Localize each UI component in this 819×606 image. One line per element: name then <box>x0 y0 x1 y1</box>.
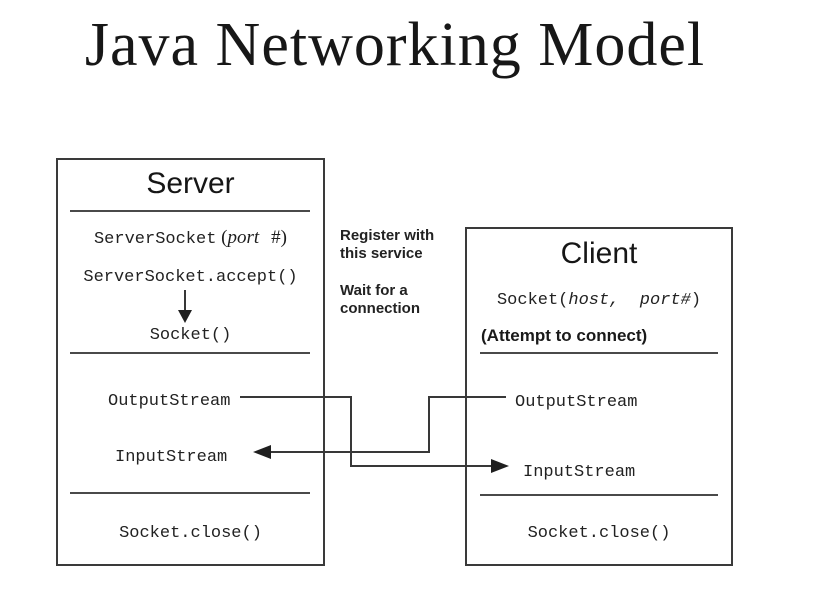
server-divider-middle <box>70 352 310 354</box>
client-inputstream-label: InputStream <box>523 463 636 482</box>
server-accept-line: ServerSocket.accept() <box>83 268 298 287</box>
client-divider-top <box>480 352 718 354</box>
client-title: Client <box>560 237 638 270</box>
client-outputstream-label: OutputStream <box>515 393 638 412</box>
server-box <box>56 158 325 566</box>
server-ctor-code: ServerSocket <box>93 230 217 249</box>
note-wait-line2: connection <box>340 300 421 317</box>
server-ctor-close-paren: #) <box>271 227 287 248</box>
arrow-left-icon <box>253 445 271 459</box>
server-socket-line: Socket() <box>149 326 232 345</box>
server-inputstream-label: InputStream <box>115 448 228 467</box>
arrow-down-icon <box>178 310 192 323</box>
page-title: Java Networking Model <box>84 11 706 79</box>
client-output-line-h1 <box>430 396 506 398</box>
server-ctor-port-arg: port <box>227 227 260 248</box>
client-output-line-h2 <box>271 451 430 453</box>
note-wait-line1: Wait for a <box>340 282 408 299</box>
client-socket-line: Socket(host, port#) <box>465 291 733 310</box>
client-close-label: Socket.close() <box>527 524 671 543</box>
server-output-line-h2 <box>350 465 491 467</box>
note-wait: Wait for a connection <box>340 282 420 318</box>
note-register: Register with this service <box>340 227 434 263</box>
note-register-line1: Register with <box>340 227 435 244</box>
server-close-label: Socket.close() <box>119 524 262 543</box>
client-attempt-label: (Attempt to connect) <box>481 326 648 345</box>
server-output-line-v <box>350 396 352 467</box>
client-output-line-v <box>428 396 430 453</box>
server-serversocket-line: ServerSocket (port #) <box>56 228 325 249</box>
accept-arrow-shaft <box>184 290 186 311</box>
server-ctor-open-paren: ( <box>216 227 228 248</box>
client-ctor-code: Socket( <box>496 291 569 310</box>
server-divider-bottom <box>70 492 310 494</box>
server-divider-top <box>70 210 310 212</box>
client-ctor-close-paren: ) <box>690 291 702 310</box>
note-register-line2: this service <box>340 245 423 262</box>
client-ctor-args: host, port# <box>568 291 691 310</box>
server-title: Server <box>146 167 235 200</box>
server-output-line-h1 <box>240 396 352 398</box>
client-divider-bottom <box>480 494 718 496</box>
arrow-right-icon <box>491 459 509 473</box>
server-outputstream-label: OutputStream <box>108 392 231 411</box>
